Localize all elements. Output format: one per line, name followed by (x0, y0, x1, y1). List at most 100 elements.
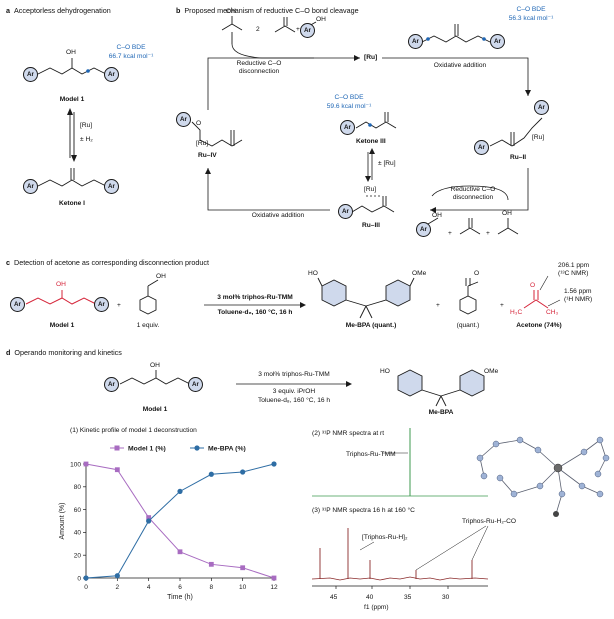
me-bpa-product-label: Me-BPA (quant.) (345, 322, 397, 329)
nmr-xlabel: f1 (ppm) (364, 604, 389, 611)
y-tick-label: 100 (70, 461, 81, 468)
x-tick-label: 12 (270, 584, 278, 591)
conditions-label: Toluene-d₈, 160 °C, 16 h (217, 309, 293, 316)
ar-group-icon: Ar (338, 204, 353, 219)
x-tick-label: 8 (210, 584, 214, 591)
ru-catalyst-label: [Ru] (364, 54, 378, 61)
chart-title: (1) Kinetic profile of model 1 deconstru… (70, 427, 197, 434)
x-tick-label: 0 (84, 584, 88, 591)
hydroxyl-label: OH (56, 281, 66, 288)
plus-label: + (117, 302, 121, 309)
isopropanol-oh-label: OH (502, 210, 512, 217)
ar-group-icon: Ar (104, 179, 119, 194)
data-point (114, 467, 120, 473)
plus-label: + (486, 230, 490, 237)
pm-ru-label: ± [Ru] (378, 160, 396, 167)
ru-label: [Ru] (532, 134, 545, 141)
hydroxyl-label: OH (66, 49, 76, 56)
plus-label: + (500, 302, 504, 309)
reductive-label-top: Reductive C–O (236, 60, 282, 67)
nmr-spectra (311, 428, 610, 589)
ru-reagent-label: [Ru] (80, 122, 93, 129)
bde-label: C–O BDE (116, 44, 146, 51)
data-point (271, 575, 277, 581)
model-1-label: Model 1 (59, 96, 85, 103)
nmr-tick: 40 (366, 594, 374, 601)
ketone-iii-label: Ketone III (356, 138, 386, 145)
data-point (177, 488, 183, 494)
ar-group-icon: Ar (188, 377, 203, 392)
y-axis-label: Amount (%) (59, 503, 66, 540)
me-bpa-product-label: Me-BPA (428, 409, 454, 416)
alcohol-oh-label: OH (156, 273, 166, 280)
ru-ii-label: Ru–II (510, 154, 527, 161)
ru-iii-label: Ru–III (362, 222, 380, 229)
quant-label: (quant.) (456, 322, 480, 329)
stoich-two-label: 2 (256, 26, 260, 33)
ar-group-icon: Ar (534, 100, 549, 115)
acetone-label: Acetone (74%) (516, 322, 562, 329)
nmr-rt-title: (2) ³¹P NMR spectra at rt (312, 430, 385, 437)
conditions-label: Toluene-d₈, 160 °C, 16 h (257, 397, 331, 404)
ru-iv-label: Ru–IV (198, 152, 217, 159)
disconnection-label-top: disconnection (238, 68, 280, 75)
ar-group-icon: Ar (94, 297, 109, 312)
ar-group-icon: Ar (176, 112, 191, 127)
ketone-oxygen-label: O (474, 270, 480, 277)
legend-label: Me-BPA (%) (208, 445, 246, 452)
ru-h2-co-label: Triphos-Ru-H₂-CO (462, 518, 516, 525)
ho-label: HO (380, 368, 390, 375)
disconnection-label-bottom: disconnection (452, 194, 494, 201)
shift-1h-method: (¹H NMR) (564, 296, 593, 303)
oxidative-addition-top: Oxidative addition (433, 62, 487, 69)
nmr-tick: 35 (404, 594, 412, 601)
oxidative-addition-bottom: Oxidative addition (251, 212, 305, 219)
ar-group-icon: Ar (104, 67, 119, 82)
y-tick-label: 40 (74, 530, 82, 537)
ome-label: OMe (484, 368, 499, 375)
y-tick-label: 60 (74, 507, 82, 514)
y-tick-label: 20 (74, 553, 82, 560)
ho-label: HO (308, 270, 318, 277)
ar-group-icon: Ar (408, 34, 423, 49)
data-point (240, 469, 246, 475)
ar-group-icon: Ar (416, 222, 431, 237)
x-tick-label: 2 (116, 584, 120, 591)
oxygen-label: O (196, 120, 202, 127)
ru-hydride-dimer-label: [Triphos-Ru-H]₂ (362, 534, 408, 541)
panel-d-reaction (119, 369, 485, 407)
bde-mid-value: 59.6 kcal mol⁻¹ (326, 103, 372, 110)
triphos-tmm-label: Triphos-Ru-TMM (346, 451, 396, 458)
bde-top-label: C–O BDE (516, 6, 546, 13)
x-tick-label: 6 (178, 584, 182, 591)
ar-group-icon: Ar (104, 377, 119, 392)
model-1-label: Model 1 (142, 406, 168, 413)
series-line (85, 463, 275, 579)
shift-13c-method: (¹³C NMR) (558, 270, 589, 277)
nmr-160-title: (3) ³¹P NMR spectra 16 h at 160 °C (312, 507, 415, 514)
plus-label: + (296, 26, 300, 33)
series-line (85, 463, 275, 579)
ar-group-icon: Ar (23, 67, 38, 82)
isopropanol-oh-label: OH (226, 8, 236, 15)
ar-group-icon: Ar (300, 23, 315, 38)
nmr-tick: 45 (330, 594, 338, 601)
data-point (208, 471, 214, 477)
legend-marker (194, 445, 200, 451)
ar-group-icon: Ar (23, 179, 38, 194)
reductive-label-bottom: Reductive C–O (450, 186, 496, 193)
ar-group-icon: Ar (474, 140, 489, 155)
ch3-label: CH₃ (546, 309, 559, 316)
h3c-label: H₃C (510, 309, 523, 316)
ar-group-icon: Ar (10, 297, 25, 312)
data-point (208, 561, 214, 567)
iprop-equiv-label: 3 equiv. iPrOH (272, 388, 316, 395)
ru-label: [Ru] (364, 186, 377, 193)
panel-c-reaction (25, 275, 561, 319)
data-point (271, 461, 277, 467)
bde-value: 66.7 kcal mol⁻¹ (108, 53, 154, 60)
data-point (83, 575, 89, 581)
